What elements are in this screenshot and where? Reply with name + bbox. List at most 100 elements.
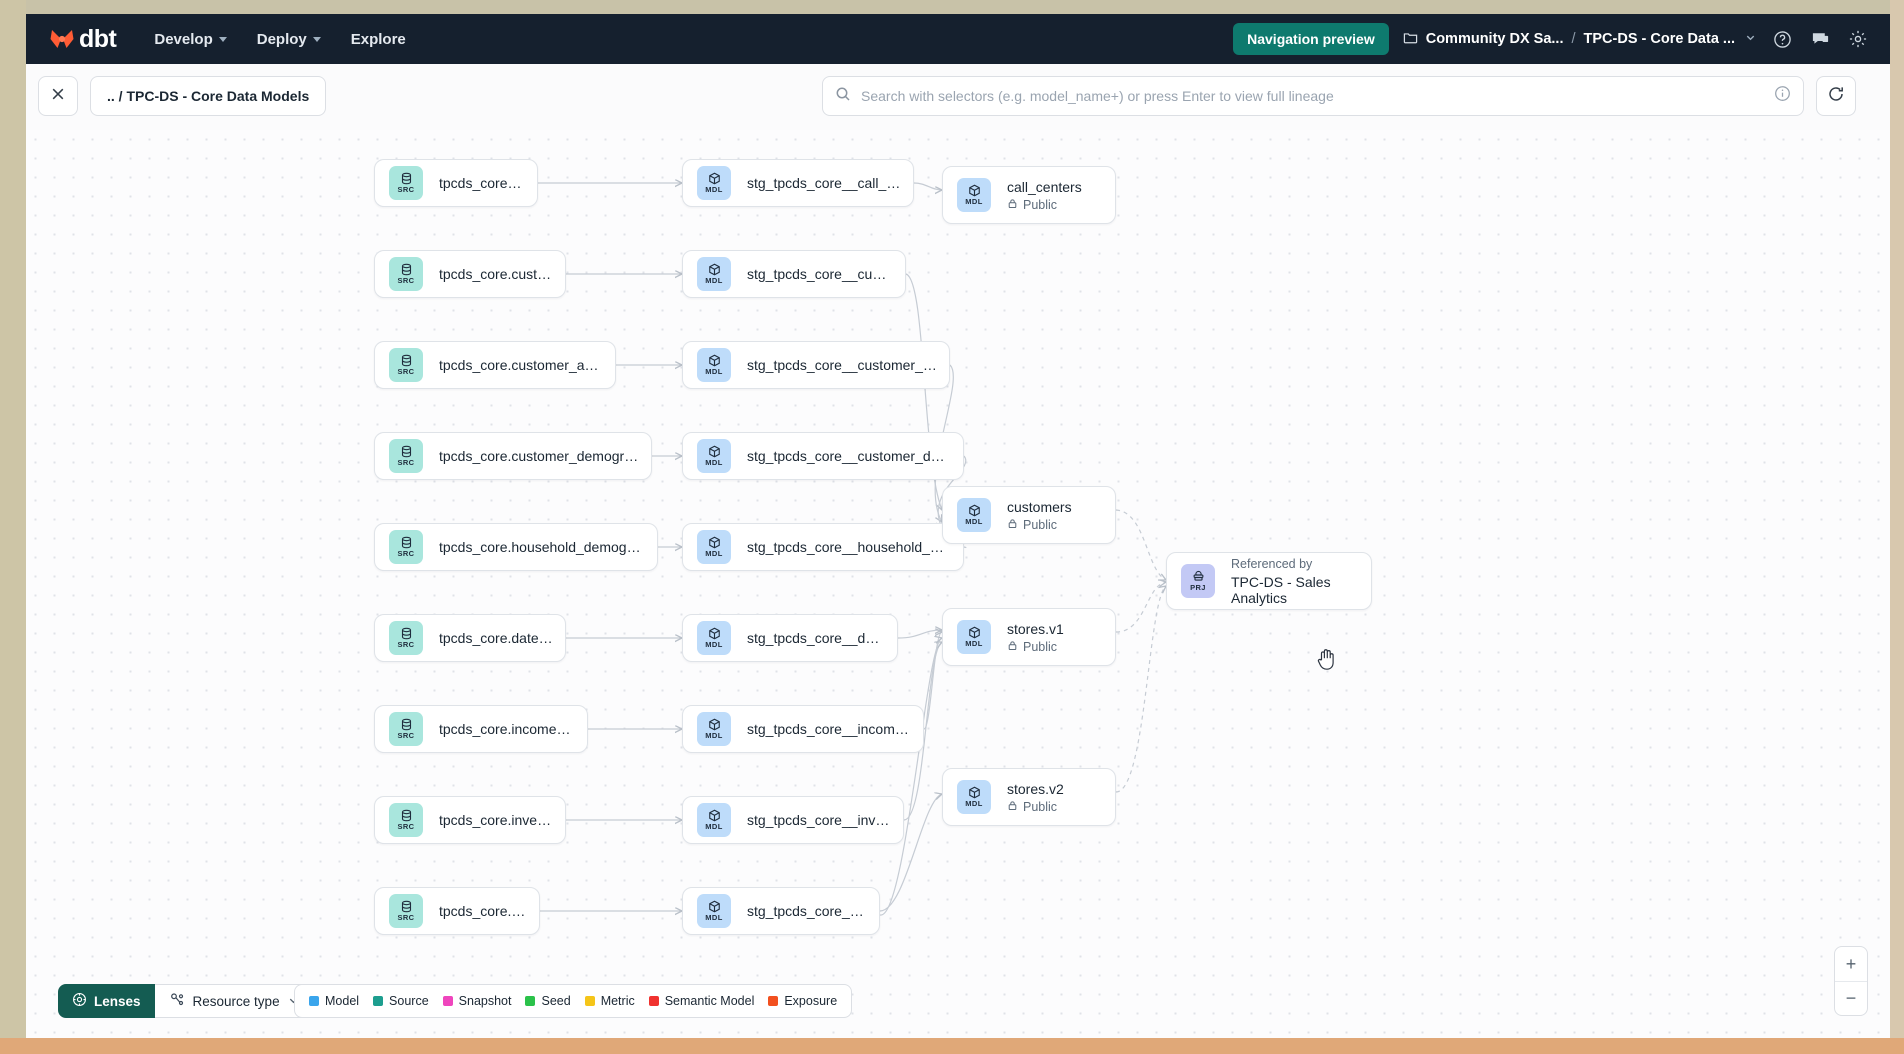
nav-right-cluster: Navigation preview Community DX Sa... / … — [1233, 23, 1890, 55]
node-text-block: call_centers Public — [1007, 179, 1092, 212]
dbt-logo[interactable]: dbt — [48, 25, 117, 54]
gear-icon[interactable] — [1846, 27, 1870, 51]
chevron-down-icon — [218, 36, 227, 42]
lineage-node-source[interactable]: SRC tpcds_core.customer_demographics — [374, 432, 652, 480]
top-navigation-bar: dbt Develop Deploy Explore Navigation pr… — [26, 14, 1890, 64]
lineage-node-model[interactable]: MDL stg_tpcds_core__customer — [682, 250, 906, 298]
lineage-node-model[interactable]: MDL stg_tpcds_core__income_band — [682, 705, 924, 753]
account-project-breadcrumb: Community DX Sa... / TPC-DS - Core Data … — [1403, 30, 1756, 49]
lineage-node-source[interactable]: SRC tpcds_core.customer — [374, 250, 566, 298]
resource-type-dropdown[interactable]: Resource type — [154, 984, 314, 1018]
mdl-badge-text: MDL — [965, 197, 983, 206]
close-button[interactable] — [38, 76, 78, 116]
info-icon[interactable] — [1774, 85, 1791, 107]
node-access: Public — [1007, 640, 1064, 654]
mdl-badge: MDL — [697, 257, 731, 291]
lineage-canvas[interactable]: SRC tpcds_core.call_center SRC tpcds_cor… — [26, 130, 1890, 1038]
node-text-block: stores.v2 Public — [1007, 781, 1074, 814]
node-label: tpcds_core.call_center — [439, 175, 537, 191]
node-label: stg_tpcds_core__store — [747, 903, 879, 919]
mdl-badge: MDL — [697, 166, 731, 200]
mdl-badge: MDL — [957, 178, 991, 212]
lineage-node-model[interactable]: MDL stg_tpcds_core__inventory — [682, 796, 904, 844]
node-label: tpcds_core.customer_address — [439, 357, 615, 373]
feedback-icon[interactable] — [1808, 27, 1832, 51]
lineage-node-model[interactable]: MDL stg_tpcds_core__date_dim — [682, 614, 898, 662]
node-label: stg_tpcds_core__customer — [747, 266, 905, 282]
lock-icon — [1007, 800, 1018, 814]
help-icon[interactable] — [1770, 27, 1794, 51]
mdl-badge: MDL — [957, 498, 991, 532]
lineage-node-source[interactable]: SRC tpcds_core.store — [374, 887, 540, 935]
lineage-node-public-model[interactable]: MDL call_centers Public — [942, 166, 1116, 224]
refresh-button[interactable] — [1816, 76, 1856, 116]
lenses-control-group: Lenses Resource type — [58, 984, 314, 1018]
zoom-out-button[interactable]: − — [1835, 981, 1867, 1015]
lineage-node-source[interactable]: SRC tpcds_core.household_demographics — [374, 523, 658, 571]
dbt-logo-icon — [48, 25, 76, 53]
nav-item-deploy-label: Deploy — [256, 30, 307, 48]
legend-item-seed: Seed — [525, 994, 571, 1008]
lineage-node-model[interactable]: MDL stg_tpcds_core__customer_demogra… — [682, 432, 964, 480]
src-badge-text: SRC — [397, 367, 415, 376]
lineage-node-model[interactable]: MDL stg_tpcds_core__call_center — [682, 159, 914, 207]
lineage-node-project-reference[interactable]: PRJ Referenced by TPC-DS - Sales Analyti… — [1166, 552, 1372, 610]
legend-label: Semantic Model — [664, 994, 755, 1008]
lineage-node-model[interactable]: MDL stg_tpcds_core__store — [682, 887, 880, 935]
node-label: call_centers — [1007, 178, 1082, 195]
mdl-badge-text: MDL — [965, 639, 983, 648]
node-label: customers — [1007, 498, 1072, 515]
search-input[interactable] — [861, 88, 1764, 104]
src-badge: SRC — [389, 530, 423, 564]
lineage-node-source[interactable]: SRC tpcds_core.customer_address — [374, 341, 616, 389]
lenses-label: Lenses — [94, 993, 141, 1009]
lineage-node-public-model[interactable]: MDL customers Public — [942, 486, 1116, 544]
zoom-in-button[interactable]: + — [1845, 953, 1857, 974]
lineage-node-public-model[interactable]: MDL stores.v2 Public — [942, 768, 1116, 826]
lineage-node-model[interactable]: MDL stg_tpcds_core__household_demogr… — [682, 523, 964, 571]
node-label: stg_tpcds_core__call_center — [747, 175, 913, 191]
project-name[interactable]: TPC-DS - Core Data ... — [1583, 31, 1735, 47]
lock-icon — [1007, 640, 1018, 654]
mdl-badge-text: MDL — [705, 185, 723, 194]
chevron-down-icon[interactable] — [1745, 31, 1756, 47]
mdl-badge: MDL — [957, 620, 991, 654]
lenses-button[interactable]: Lenses — [58, 984, 155, 1018]
nav-item-explore[interactable]: Explore — [351, 31, 406, 48]
node-text-block: stores.v1 Public — [1007, 621, 1074, 654]
mdl-badge: MDL — [697, 439, 731, 473]
lineage-node-source[interactable]: SRC tpcds_core.call_center — [374, 159, 538, 207]
nav-item-deploy[interactable]: Deploy — [257, 31, 321, 48]
resource-type-label: Resource type — [192, 993, 280, 1009]
node-label: stg_tpcds_core__customer_address — [747, 357, 949, 373]
src-badge-text: SRC — [397, 185, 415, 194]
src-badge: SRC — [389, 712, 423, 746]
mdl-badge-text: MDL — [705, 276, 723, 285]
lineage-node-source[interactable]: SRC tpcds_core.income_band — [374, 705, 588, 753]
node-text-block: customers Public — [1007, 499, 1082, 532]
mdl-badge: MDL — [697, 530, 731, 564]
search-bar[interactable] — [822, 76, 1804, 116]
dbt-explore-window: dbt Develop Deploy Explore Navigation pr… — [26, 14, 1890, 1038]
node-access-label: Public — [1023, 197, 1058, 212]
nav-item-develop[interactable]: Develop — [154, 31, 227, 48]
mdl-badge: MDL — [697, 348, 731, 382]
mdl-badge-text: MDL — [705, 913, 723, 922]
legend-swatch — [768, 996, 779, 1006]
src-badge-text: SRC — [397, 640, 415, 649]
mdl-badge-text: MDL — [705, 458, 723, 467]
zoom-controls: + − — [1834, 946, 1868, 1016]
breadcrumb[interactable]: .. / TPC-DS - Core Data Models — [90, 76, 327, 116]
lineage-node-public-model[interactable]: MDL stores.v1 Public — [942, 608, 1116, 666]
node-access: Public — [1007, 800, 1064, 814]
lineage-node-model[interactable]: MDL stg_tpcds_core__customer_address — [682, 341, 950, 389]
lineage-node-source[interactable]: SRC tpcds_core.inventory — [374, 796, 566, 844]
node-label: tpcds_core.customer_demographics — [439, 448, 651, 464]
mdl-badge: MDL — [697, 712, 731, 746]
resource-type-legend: Model Source Snapshot Seed Metric — [294, 984, 853, 1018]
account-name[interactable]: Community DX Sa... — [1425, 31, 1564, 47]
lineage-node-source[interactable]: SRC tpcds_core.date_dim — [374, 614, 566, 662]
navigation-preview-button[interactable]: Navigation preview — [1233, 23, 1389, 55]
src-badge: SRC — [389, 166, 423, 200]
src-badge: SRC — [389, 439, 423, 473]
